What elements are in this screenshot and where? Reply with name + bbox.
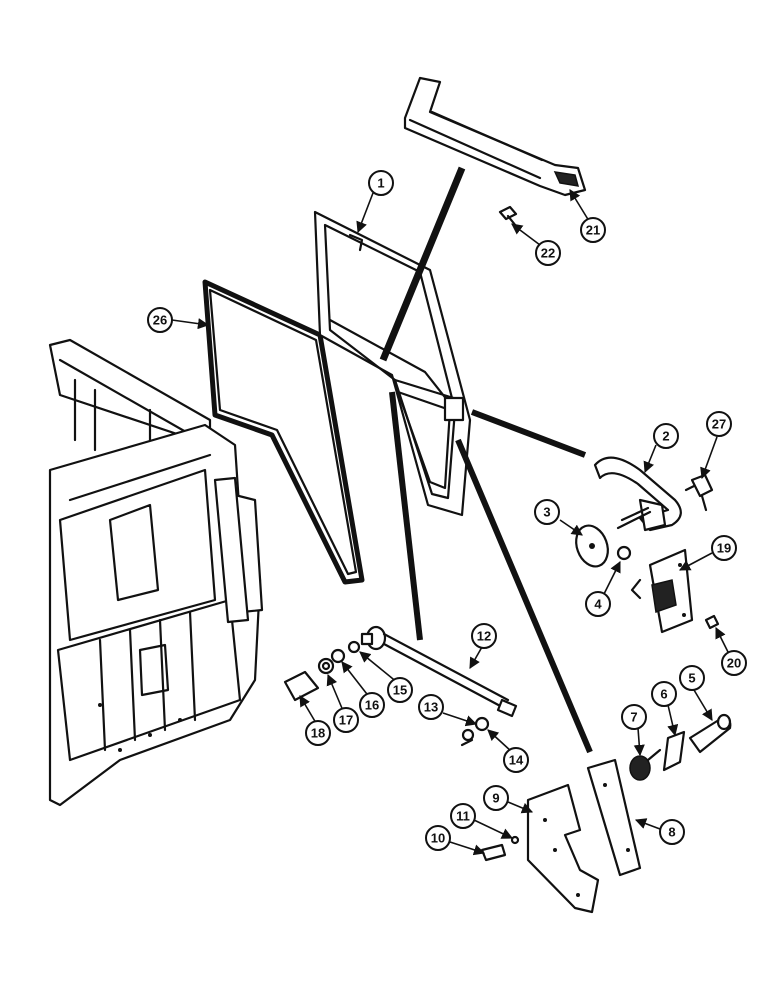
callout-21: 21 <box>580 217 606 243</box>
callout-4: 4 <box>585 591 611 617</box>
callout-22: 22 <box>535 240 561 266</box>
bracket-6 <box>662 730 686 772</box>
svg-text:7: 7 <box>630 710 637 725</box>
callout-20: 20 <box>721 650 747 676</box>
assembly-leader-bars <box>379 166 593 754</box>
pin-14 <box>460 738 474 747</box>
svg-text:16: 16 <box>365 698 379 713</box>
svg-text:13: 13 <box>424 700 438 715</box>
svg-text:6: 6 <box>660 687 667 702</box>
svg-text:3: 3 <box>543 505 550 520</box>
screw-22 <box>498 205 518 228</box>
callout-12: 12 <box>471 623 497 649</box>
grab-handle <box>403 76 587 197</box>
callout-9: 9 <box>483 785 509 811</box>
door-handle <box>593 456 682 532</box>
callout-15: 15 <box>387 677 413 703</box>
callout-17: 17 <box>333 707 359 733</box>
callout-10: 10 <box>425 825 451 851</box>
knob <box>283 670 320 702</box>
svg-text:8: 8 <box>668 825 675 840</box>
callout-19: 19 <box>711 535 737 561</box>
door-frame <box>313 210 472 517</box>
rod-assembly <box>360 625 518 718</box>
washer-15 <box>347 640 361 654</box>
key <box>684 473 714 512</box>
svg-text:12: 12 <box>477 629 491 644</box>
washer-13a <box>474 716 490 732</box>
callout-6: 6 <box>651 681 677 707</box>
callout-14: 14 <box>503 747 529 773</box>
bolt-10 <box>480 843 507 862</box>
callout-18: 18 <box>305 720 331 746</box>
latch-assembly <box>630 548 694 634</box>
washer-13b <box>461 728 475 742</box>
svg-text:2: 2 <box>662 429 669 444</box>
svg-text:22: 22 <box>541 246 555 261</box>
callout-16: 16 <box>359 692 385 718</box>
callout-26: 26 <box>147 307 173 333</box>
svg-text:9: 9 <box>492 791 499 806</box>
svg-text:19: 19 <box>717 541 731 556</box>
pin-cylinder-end <box>716 713 732 731</box>
svg-text:17: 17 <box>339 713 353 728</box>
nut-17 <box>317 657 335 675</box>
plate-8 <box>586 758 642 877</box>
cab-frame <box>48 338 264 807</box>
svg-text:27: 27 <box>712 417 726 432</box>
callout-leaders <box>171 189 729 856</box>
svg-text:15: 15 <box>393 683 407 698</box>
callout-27: 27 <box>706 411 732 437</box>
svg-text:11: 11 <box>456 809 470 824</box>
callout-5: 5 <box>679 665 705 691</box>
spring <box>629 748 662 781</box>
svg-text:26: 26 <box>153 313 167 328</box>
svg-text:1: 1 <box>377 176 384 191</box>
callout-3: 3 <box>534 499 560 525</box>
svg-text:18: 18 <box>311 726 325 741</box>
svg-text:14: 14 <box>509 753 524 768</box>
callout-8: 8 <box>659 819 685 845</box>
nut-17-hole <box>321 661 331 671</box>
svg-text:20: 20 <box>727 656 741 671</box>
callout-7: 7 <box>621 704 647 730</box>
callout-2: 2 <box>653 423 679 449</box>
door-seal-inner <box>208 288 358 576</box>
nut <box>616 545 632 561</box>
screw-20 <box>704 614 720 630</box>
svg-text:4: 4 <box>594 597 602 612</box>
svg-text:21: 21 <box>586 223 600 238</box>
screw-11 <box>510 835 520 845</box>
svg-text:5: 5 <box>688 671 695 686</box>
callout-11: 11 <box>450 803 476 829</box>
washer-plate-hole <box>589 543 595 549</box>
callout-1: 1 <box>368 170 394 196</box>
svg-text:10: 10 <box>431 831 445 846</box>
plate-9 <box>526 783 600 914</box>
washer-16 <box>330 648 346 664</box>
callout-13: 13 <box>418 694 444 720</box>
